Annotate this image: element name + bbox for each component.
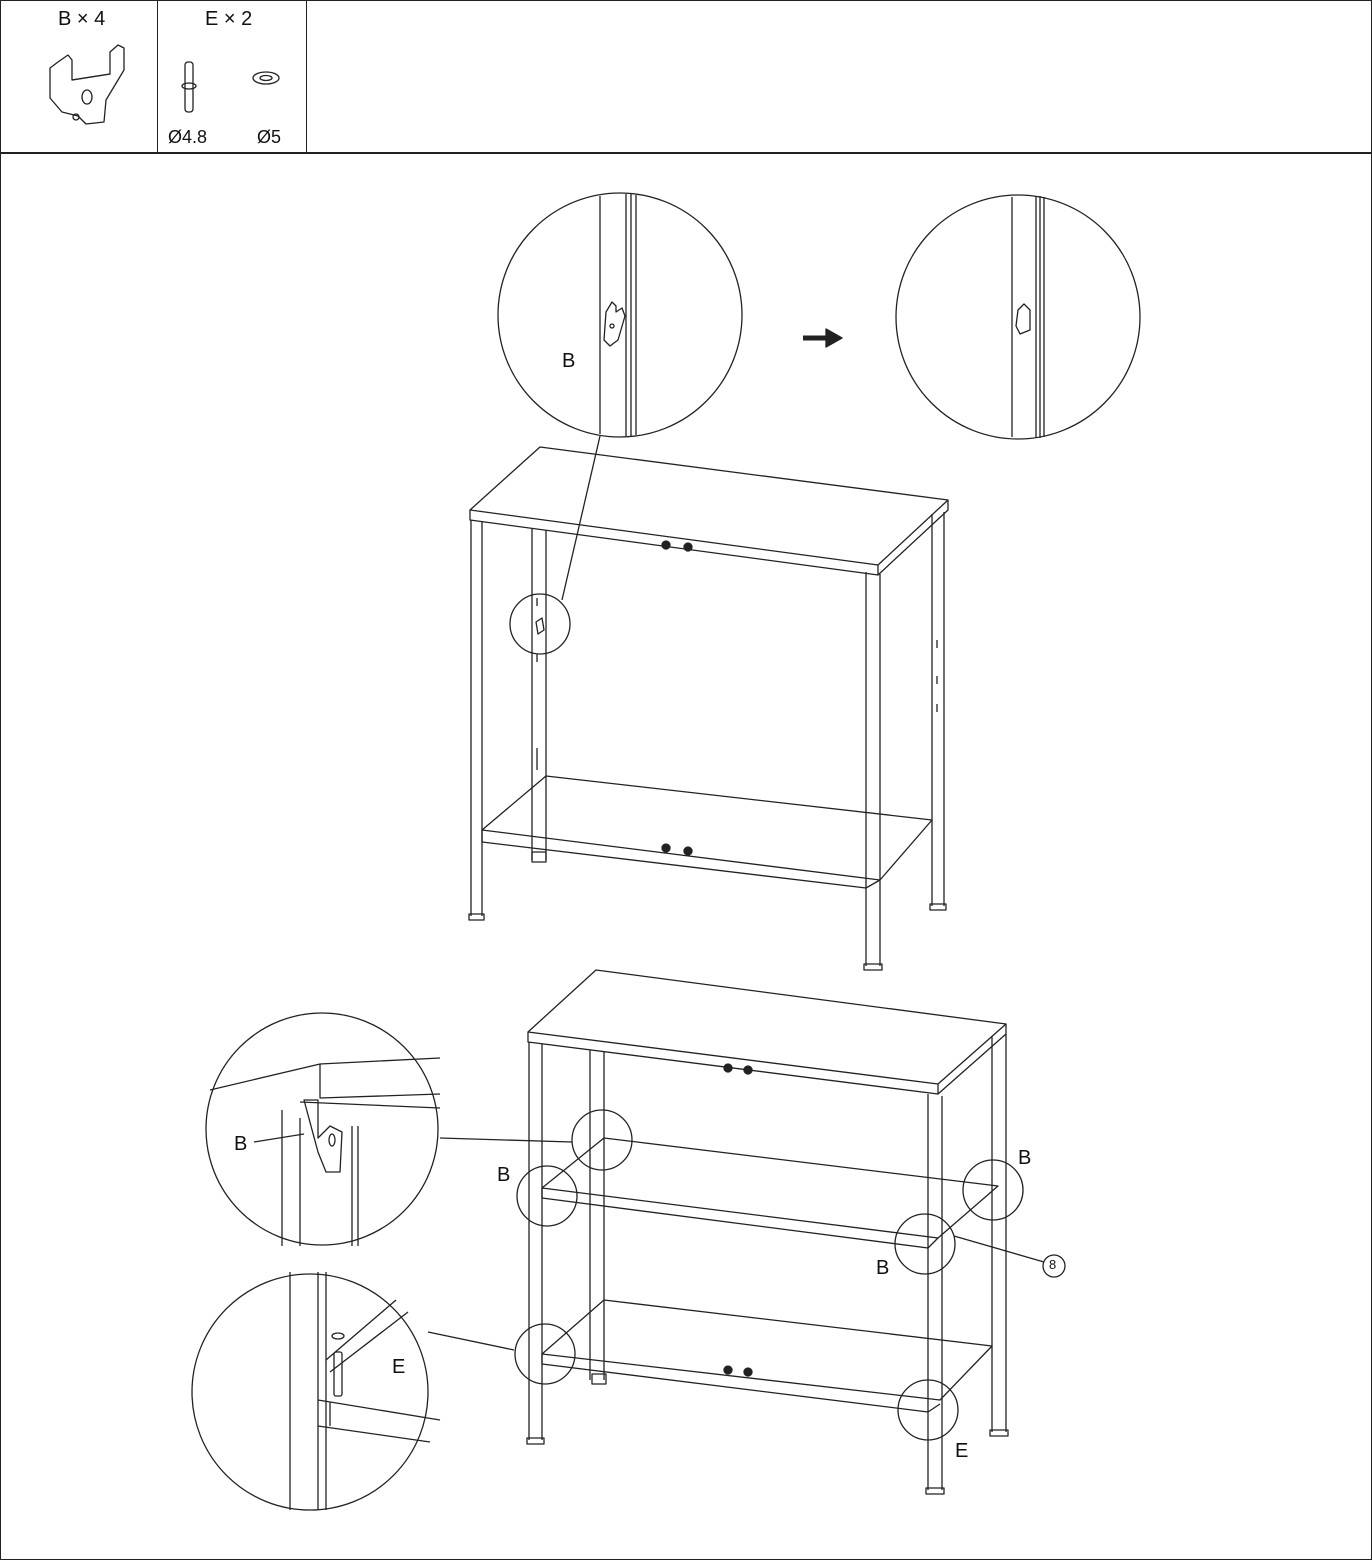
- frame-label-b-front: B: [876, 1257, 890, 1279]
- callout-bracket-label: B: [234, 1133, 248, 1155]
- console-table-step2: [514, 969, 1066, 1495]
- frame-label-b-right: B: [1018, 1147, 1032, 1169]
- part-e-cell: [157, 0, 307, 154]
- zoom-leader-line: [561, 435, 601, 601]
- console-table-step1: [468, 446, 949, 971]
- callout-leader-pin: [427, 1331, 515, 1351]
- washer-size-label: Ø5: [257, 127, 282, 147]
- callout-circle-bracket: [205, 1012, 441, 1246]
- frame-label-e: E: [955, 1440, 969, 1462]
- callout-leader-bracket: [439, 1137, 573, 1143]
- bracket-pointer-line: [253, 1133, 305, 1143]
- pin-icon: [181, 61, 197, 113]
- zoom-circle-before: [497, 192, 743, 438]
- zoom-circle-after: [895, 194, 1141, 440]
- pin-size-label: Ø4.8: [168, 127, 208, 147]
- shelf-number-label: 8: [1049, 1257, 1057, 1272]
- arrow-right-icon: [803, 328, 843, 348]
- callout-pin-label: E: [392, 1356, 406, 1378]
- washer-icon: [252, 71, 280, 85]
- frame-label-b-left: B: [497, 1164, 511, 1186]
- part-e-label: E × 2: [205, 8, 253, 30]
- callout-circle-pin: [191, 1272, 441, 1511]
- bracket-b-icon: [49, 44, 125, 125]
- zoom-bracket-label: B: [562, 350, 576, 372]
- part-b-label: B × 4: [58, 8, 106, 30]
